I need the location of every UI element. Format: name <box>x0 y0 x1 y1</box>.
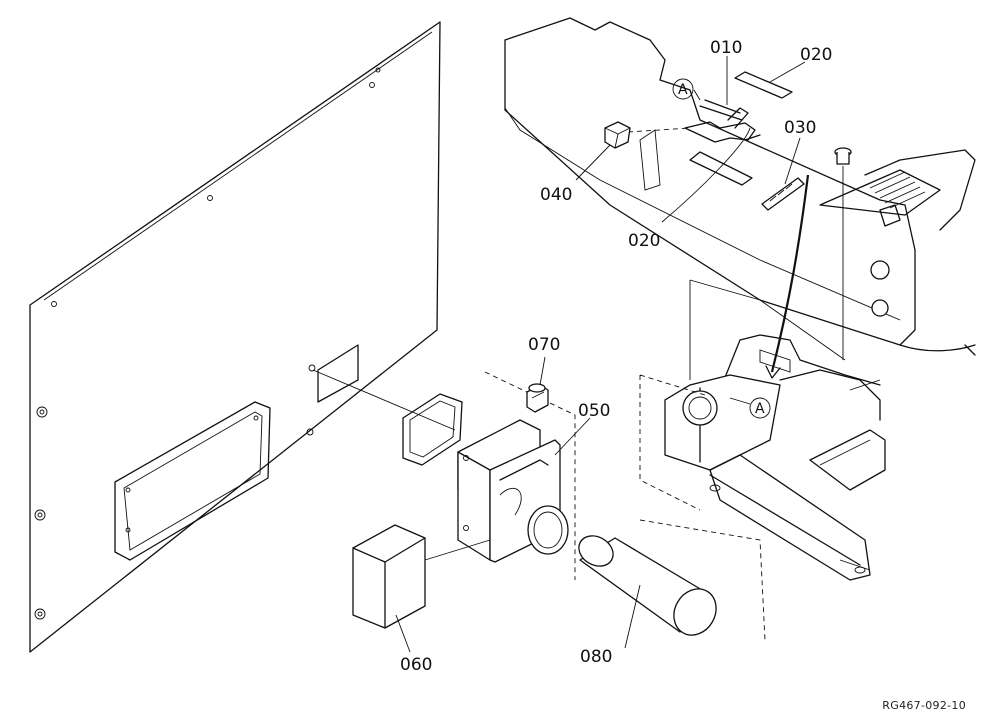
label-010: 010 <box>710 38 742 58</box>
vent-slots <box>869 171 926 209</box>
pad-020-top <box>734 71 793 99</box>
knob-040 <box>604 121 631 149</box>
label-080: 080 <box>580 647 612 667</box>
upper-frame <box>504 17 976 356</box>
label-070: 070 <box>528 335 560 355</box>
latch-rod-010 <box>699 99 743 121</box>
lower-base-unit <box>639 279 886 581</box>
part-080-hose <box>578 519 766 641</box>
gasket-frame <box>402 393 463 466</box>
panel-opening-plate <box>114 401 271 561</box>
spring-030 <box>761 177 805 211</box>
pad-020-bottom <box>689 151 753 186</box>
figure-reference: RG467-092-10 <box>882 699 966 712</box>
label-040: 040 <box>540 185 572 205</box>
leader-lines <box>395 56 806 653</box>
square-seal-plate <box>317 344 359 403</box>
callout-a-upper: A <box>672 78 694 100</box>
part-050-bracket <box>457 371 576 580</box>
cable-arrow <box>765 365 781 379</box>
latch-cable <box>770 174 810 373</box>
assembly-axis-line <box>312 369 456 431</box>
label-020-top: 020 <box>800 45 832 65</box>
label-020-bottom: 020 <box>628 231 660 251</box>
part-060-filter-block <box>352 524 491 629</box>
latch-lever <box>627 107 761 143</box>
label-050: 050 <box>578 401 610 421</box>
label-030: 030 <box>784 118 816 138</box>
label-060: 060 <box>400 655 432 675</box>
callout-a-lower: A <box>749 397 771 419</box>
frame-bolt <box>834 147 852 360</box>
svg-text:A: A <box>755 401 765 417</box>
side-panel <box>29 21 441 653</box>
svg-text:A: A <box>678 82 688 98</box>
part-070-bolt <box>526 383 549 413</box>
